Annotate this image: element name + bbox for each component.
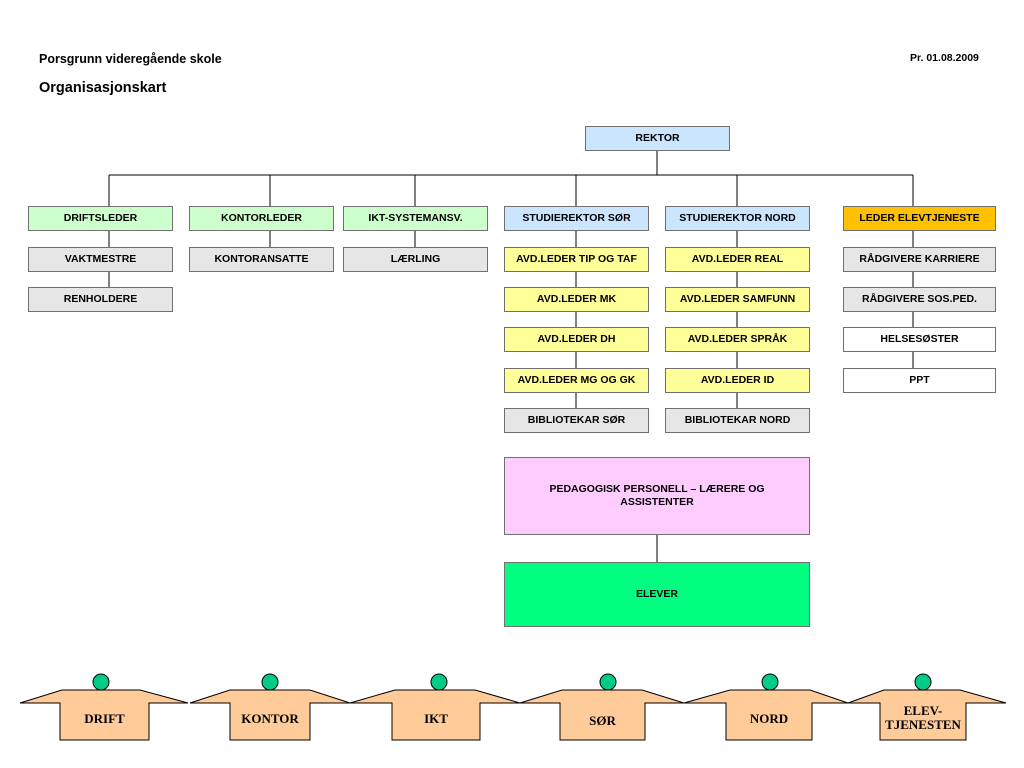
bibliotekar-sor-box: BIBLIOTEKAR SØR	[504, 408, 649, 433]
avdleder-samfunn-box: AVD.LEDER SAMFUNN	[665, 287, 810, 312]
radgivere-sosped-box: RÅDGIVERE SOS.PED.	[843, 287, 996, 312]
house-elevtjenesten-dot	[914, 673, 932, 691]
leder-elevtjeneste-box: LEDER ELEVTJENESTE	[843, 206, 996, 231]
avdleder-mk-box: AVD.LEDER MK	[504, 287, 649, 312]
avdleder-id-box: AVD.LEDER ID	[665, 368, 810, 393]
avdleder-sprak-box: AVD.LEDER SPRÅK	[665, 327, 810, 352]
house-kontor-dot	[261, 673, 279, 691]
house-elevtjenesten-shape	[847, 689, 1007, 741]
ppt-box: PPT	[843, 368, 996, 393]
bibliotekar-nord-box: BIBLIOTEKAR NORD	[665, 408, 810, 433]
page-title: Organisasjonskart	[39, 80, 167, 96]
avdleder-real-box: AVD.LEDER REAL	[665, 247, 810, 272]
house-ikt-dot	[430, 673, 448, 691]
pedagogisk-personell-box: PEDAGOGISK PERSONELL – LÆRERE OG ASSISTE…	[504, 457, 810, 535]
kontoransatte-box: KONTORANSATTE	[189, 247, 334, 272]
laerling-box: LÆRLING	[343, 247, 488, 272]
house-drift-shape	[19, 689, 189, 741]
house-drift-label: DRIFT	[84, 711, 125, 726]
avdleder-dh-box: AVD.LEDER DH	[504, 327, 649, 352]
date-label: Pr. 01.08.2009	[910, 52, 979, 64]
house-ikt-label: IKT	[424, 711, 448, 726]
house-ikt-shape	[349, 689, 521, 741]
house-drift-dot	[92, 673, 110, 691]
studierektor-sor-box: STUDIEREKTOR SØR	[504, 206, 649, 231]
house-elevtjenesten-label: ELEV- TJENESTEN	[885, 703, 961, 733]
house-nord-shape	[683, 689, 849, 741]
house-row	[19, 673, 1007, 741]
house-sor-shape	[519, 689, 685, 741]
avdleder-tip-taf-box: AVD.LEDER TIP OG TAF	[504, 247, 649, 272]
school-name: Porsgrunn videregående skole	[39, 52, 222, 66]
renholdere-box: RENHOLDERE	[28, 287, 173, 312]
house-nord-dot	[761, 673, 779, 691]
vaktmestre-box: VAKTMESTRE	[28, 247, 173, 272]
rektor-box: REKTOR	[585, 126, 730, 151]
ikt-systemansvarlig-box: IKT-SYSTEMANSV.	[343, 206, 488, 231]
studierektor-nord-box: STUDIEREKTOR NORD	[665, 206, 810, 231]
house-sor-label: SØR	[589, 713, 616, 728]
house-sor-dot	[599, 673, 617, 691]
driftsleder-box: DRIFTSLEDER	[28, 206, 173, 231]
house-kontor-shape	[189, 689, 351, 741]
house-kontor-label: KONTOR	[241, 711, 299, 726]
radgivere-karriere-box: RÅDGIVERE KARRIERE	[843, 247, 996, 272]
avdleder-mg-gk-box: AVD.LEDER MG OG GK	[504, 368, 649, 393]
kontorleder-box: KONTORLEDER	[189, 206, 334, 231]
elever-box: ELEVER	[504, 562, 810, 627]
house-nord-label: NORD	[749, 711, 789, 726]
helsesoster-box: HELSESØSTER	[843, 327, 996, 352]
